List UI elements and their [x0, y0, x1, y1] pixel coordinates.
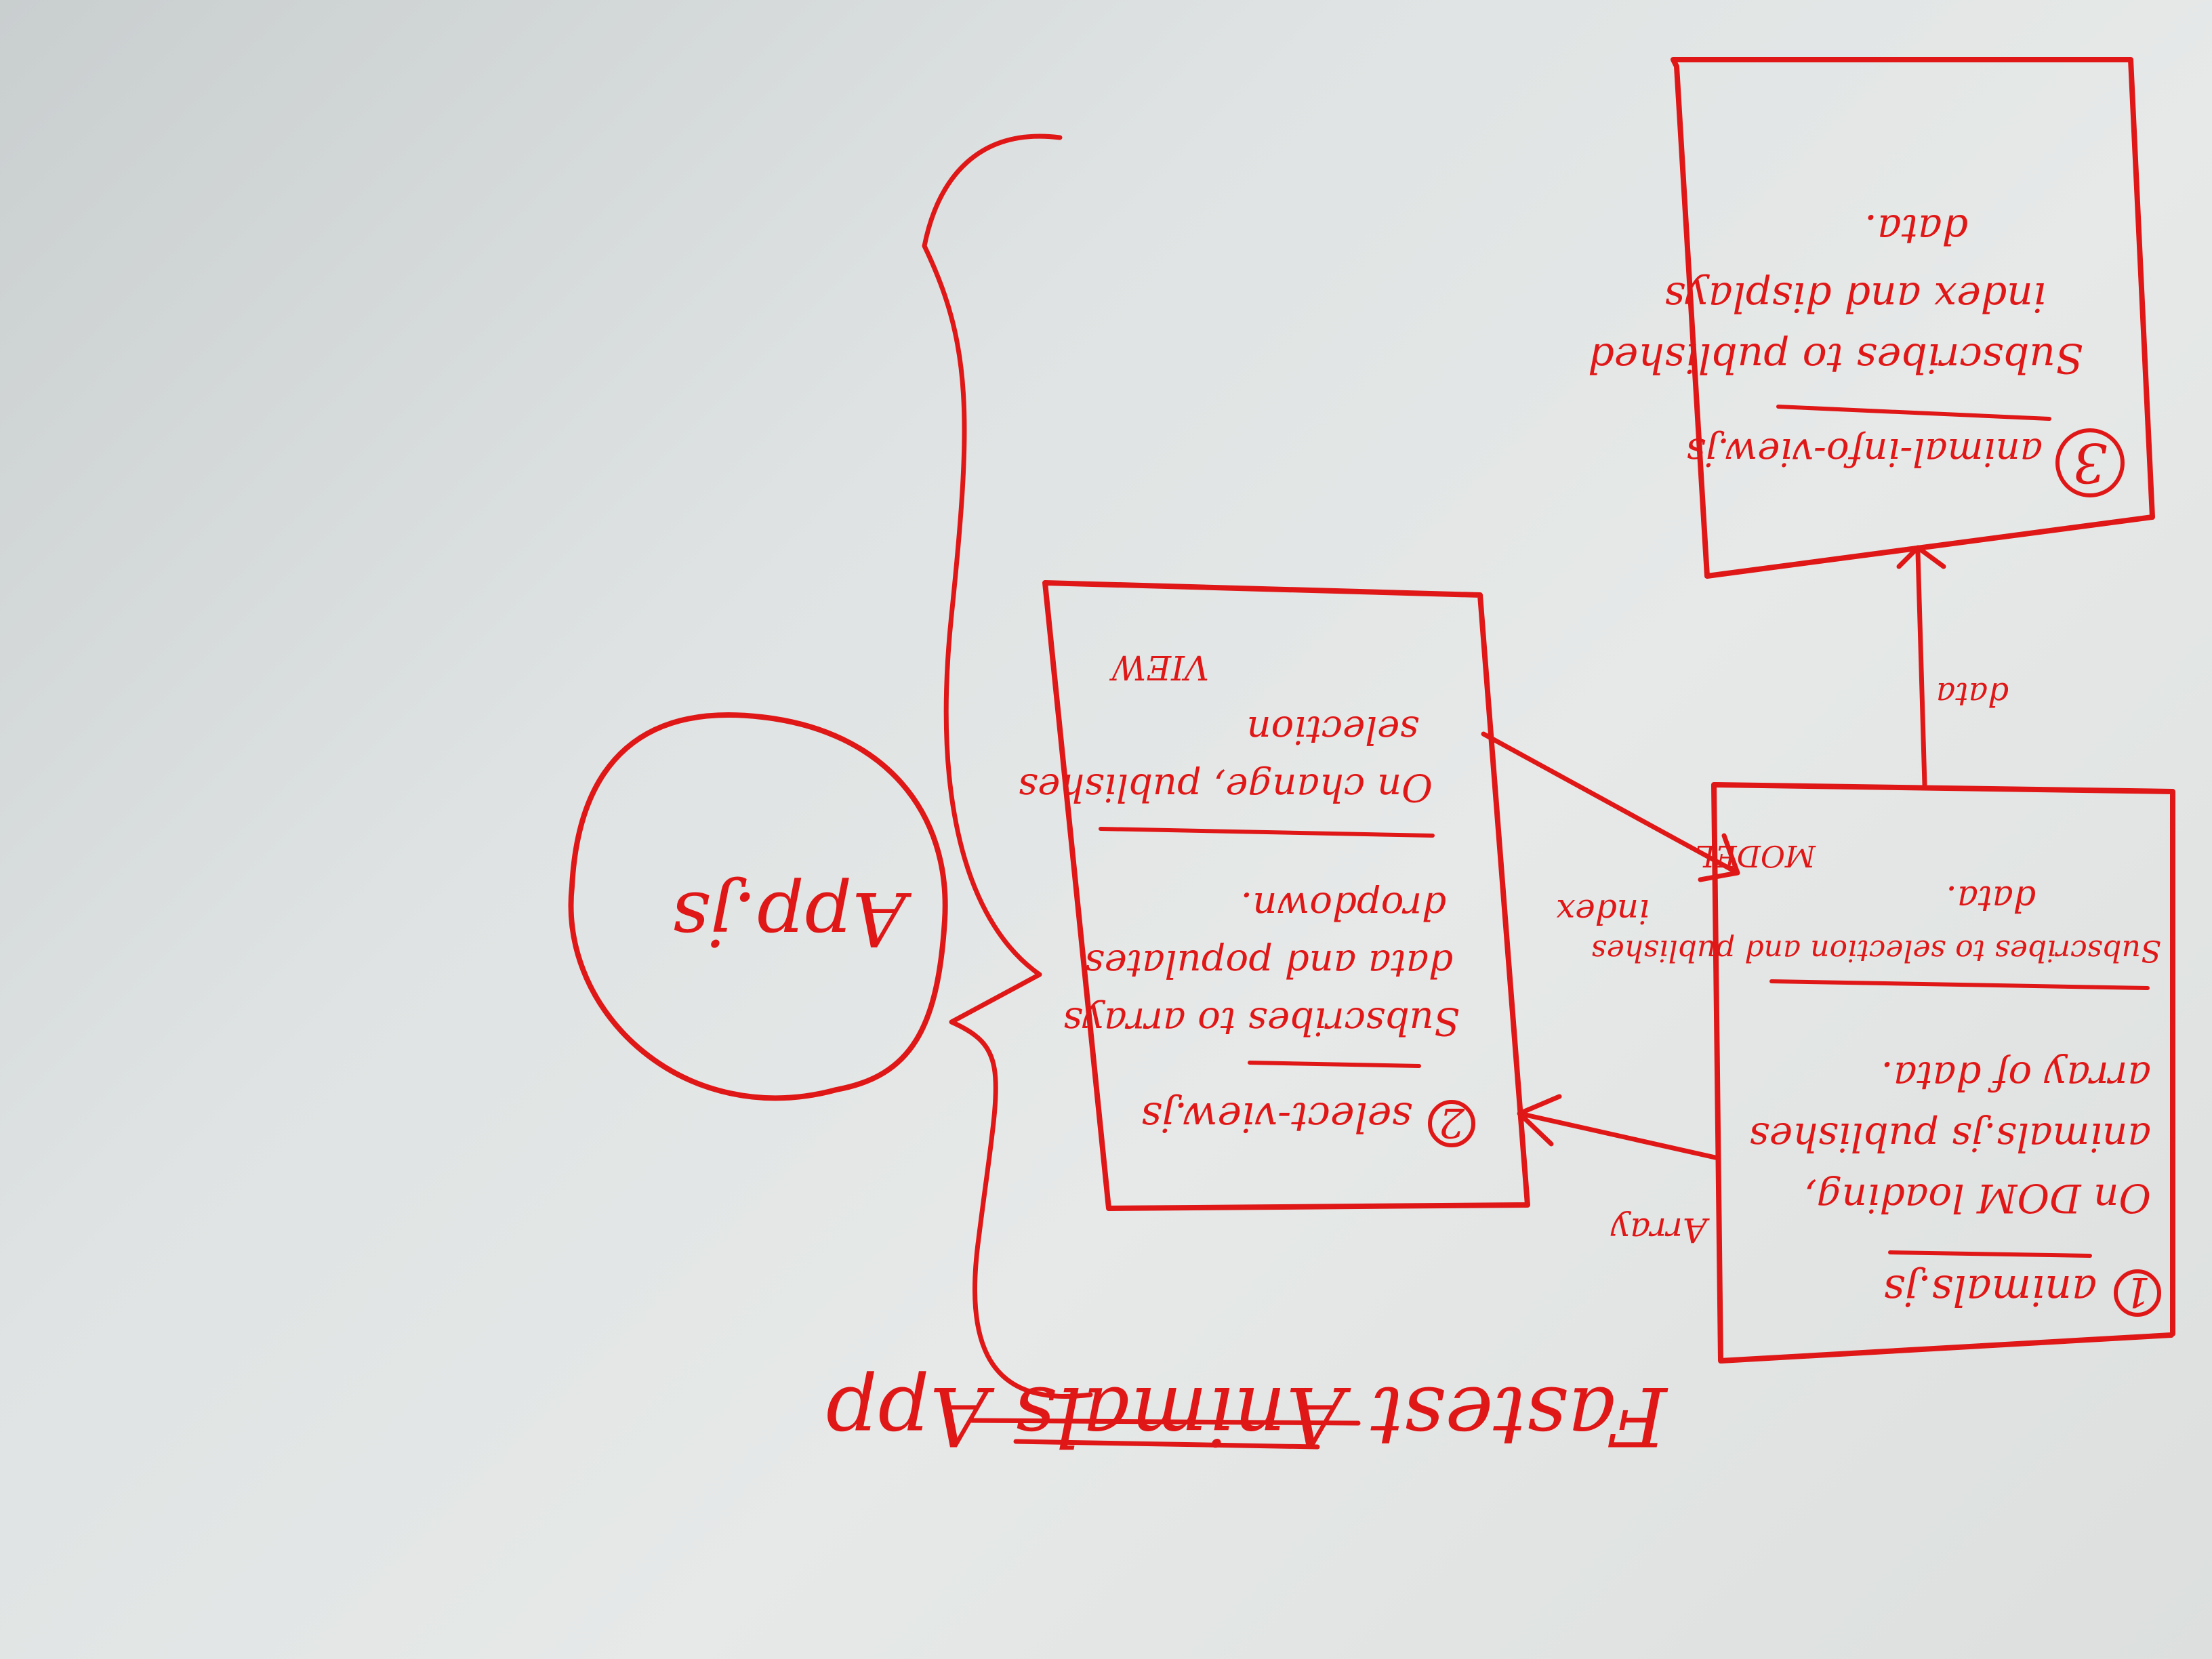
model-box-line5: data. [1946, 878, 2036, 918]
model-box-number: 1 [2125, 1268, 2150, 1315]
edge-data-line [1915, 550, 1927, 787]
select-box-line5: selection [1247, 708, 1420, 752]
model-box-filename: animals.js [1883, 1266, 2097, 1315]
select-view-box: 2 select-view.js Subscribes to arrays da… [1018, 580, 1530, 1211]
edge-data-arrowhead [1896, 545, 1946, 569]
info-box-number-circle [2055, 428, 2125, 497]
select-box-line1: Subscribes to arrays [1063, 999, 1460, 1043]
model-divider [1769, 979, 2150, 990]
model-box-line1: On DOM loading, [1804, 1175, 2151, 1221]
app-node-label: App.js [672, 876, 912, 962]
select-filename-underline [1248, 1061, 1421, 1068]
model-box: 1 animals.js On DOM loading, animals.js … [1591, 782, 2175, 1364]
info-box-number: 3 [2073, 431, 2108, 494]
title-underline-2 [969, 1418, 1361, 1426]
edge-index-arrowhead [1698, 833, 1740, 882]
model-filename-underline [1888, 1250, 2092, 1258]
info-view-box: 3 animal-info-view.js Subscribes to publ… [1588, 57, 2155, 579]
select-box-number-circle [1428, 1100, 1475, 1147]
info-box-filename: animal-info-view.js [1686, 430, 2043, 474]
info-box-line2: index and displays [1664, 273, 2046, 321]
model-box-line4: Subscribes to selection and publishes [1591, 933, 2161, 968]
edge-index-line [1481, 731, 1740, 876]
info-filename-underline [1776, 405, 2051, 421]
select-box-number: 2 [1439, 1099, 1465, 1146]
select-box-border [1042, 580, 1530, 1211]
model-box-line2: animals.js publishes [1749, 1114, 2151, 1160]
diagram-title: Fastest Animals App [825, 1368, 1668, 1462]
title-underline-1 [1013, 1439, 1320, 1450]
select-box-line3: dropdown. [1240, 884, 1446, 928]
select-box-line2: data and populates [1085, 941, 1453, 985]
app-node-circle [568, 712, 948, 1101]
select-box-tag: VIEW [1109, 648, 1209, 687]
edge-index-label: index [1556, 892, 1650, 931]
model-box-line3: array of data. [1881, 1053, 2151, 1099]
select-box-filename: select-view.js [1141, 1093, 1412, 1141]
grouping-brace [922, 134, 1093, 1399]
edge-array-label: Array [1610, 1210, 1710, 1250]
model-box-tag: MODEL [1695, 838, 1816, 873]
model-box-border [1711, 782, 2175, 1364]
edge-array-line [1518, 1111, 1718, 1160]
edge-data-label: data [1936, 675, 2009, 713]
info-box-line1: Subscribes to published [1588, 334, 2083, 382]
diagram-upright: Fastest Animals App 1 animals.js On DOM … [568, 57, 2175, 1462]
select-divider [1099, 827, 1435, 838]
app-node: App.js [568, 712, 948, 1101]
model-box-number-circle [2114, 1269, 2161, 1317]
info-box-border [1671, 57, 2155, 579]
select-box-line4: On change, publishes [1018, 765, 1433, 809]
info-box-line3: data. [1864, 205, 1968, 253]
edge-array-arrowhead [1517, 1094, 1562, 1147]
